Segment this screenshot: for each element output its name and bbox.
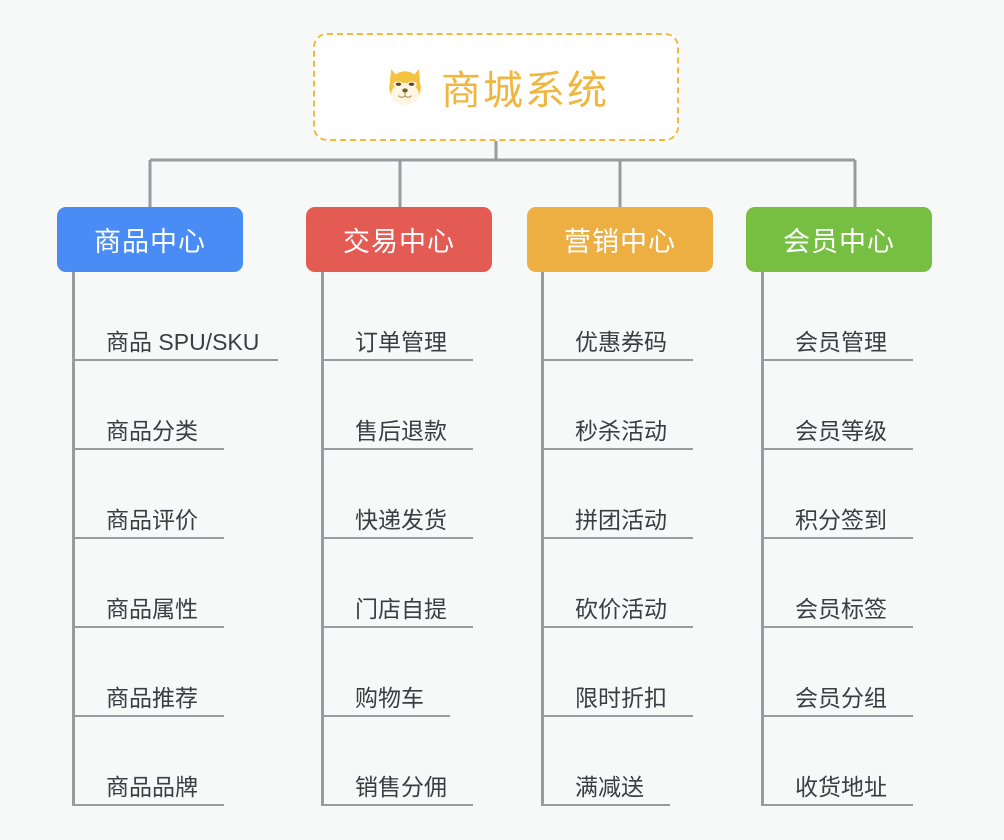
branch-box-member[interactable]: 会员中心 [746, 207, 932, 272]
leaf-item[interactable]: 快递发货 [321, 450, 473, 539]
root-node[interactable]: 商城系统 [313, 33, 679, 141]
leaf-item[interactable]: 砍价活动 [541, 539, 693, 628]
leaf-item[interactable]: 收货地址 [761, 717, 913, 806]
leaf-label: 商品 SPU/SKU [106, 328, 260, 355]
leaf-label: 商品评价 [106, 506, 198, 533]
leaf-item[interactable]: 积分签到 [761, 450, 913, 539]
leaf-label: 满减送 [575, 773, 644, 800]
leaf-item[interactable]: 优惠券码 [541, 272, 693, 361]
leaf-label: 会员标签 [795, 595, 887, 622]
leaf-spine [761, 272, 764, 806]
leaf-label: 商品分类 [106, 417, 198, 444]
leaf-item[interactable]: 订单管理 [321, 272, 473, 361]
leaf-label: 快递发货 [355, 506, 447, 533]
leaf-label: 优惠券码 [575, 328, 667, 355]
leaf-label: 会员分组 [795, 684, 887, 711]
leaf-label: 订单管理 [355, 328, 447, 355]
leaf-label: 限时折扣 [575, 684, 667, 711]
leaf-label: 积分签到 [795, 506, 887, 533]
leaf-spine [72, 272, 75, 806]
leaf-item[interactable]: 秒杀活动 [541, 361, 693, 450]
leaf-item[interactable]: 限时折扣 [541, 628, 693, 717]
leaf-item[interactable]: 会员标签 [761, 539, 913, 628]
leaf-label: 会员等级 [795, 417, 887, 444]
leaf-label: 秒杀活动 [575, 417, 667, 444]
leaf-label: 收货地址 [795, 773, 887, 800]
leaf-item[interactable]: 会员分组 [761, 628, 913, 717]
branch-label: 商品中心 [94, 227, 206, 257]
branch-label: 会员中心 [783, 227, 895, 257]
leaf-label: 拼团活动 [575, 506, 667, 533]
branch-box-trade[interactable]: 交易中心 [306, 207, 492, 272]
leaf-label: 砍价活动 [575, 595, 667, 622]
leaf-label: 商品推荐 [106, 684, 198, 711]
leaf-label: 售后退款 [355, 417, 447, 444]
leaf-item[interactable]: 商品 SPU/SKU [72, 272, 278, 361]
branch-label: 交易中心 [343, 227, 455, 257]
leaf-label: 会员管理 [795, 328, 887, 355]
leaf-item[interactable]: 售后退款 [321, 361, 473, 450]
leaf-item[interactable]: 商品评价 [72, 450, 224, 539]
branch-label: 营销中心 [564, 227, 676, 257]
leaf-item[interactable]: 商品分类 [72, 361, 224, 450]
branch-box-product[interactable]: 商品中心 [57, 207, 243, 272]
shiba-dog-face-icon [383, 65, 427, 109]
root-title: 商城系统 [441, 69, 609, 113]
leaf-item[interactable]: 购物车 [321, 628, 450, 717]
leaf-item[interactable]: 会员等级 [761, 361, 913, 450]
leaf-spine [541, 272, 544, 806]
leaf-label: 销售分佣 [355, 773, 447, 800]
leaf-item[interactable]: 满减送 [541, 717, 670, 806]
leaf-item[interactable]: 门店自提 [321, 539, 473, 628]
leaf-item[interactable]: 拼团活动 [541, 450, 693, 539]
leaf-item[interactable]: 销售分佣 [321, 717, 473, 806]
leaf-spine [321, 272, 324, 806]
leaf-item[interactable]: 商品推荐 [72, 628, 224, 717]
leaf-label: 商品品牌 [106, 773, 198, 800]
leaf-label: 商品属性 [106, 595, 198, 622]
leaf-label: 门店自提 [355, 595, 447, 622]
branch-box-marketing[interactable]: 营销中心 [527, 207, 713, 272]
leaf-item[interactable]: 商品属性 [72, 539, 224, 628]
leaf-item[interactable]: 商品品牌 [72, 717, 224, 806]
leaf-label: 购物车 [355, 684, 424, 711]
leaf-item[interactable]: 会员管理 [761, 272, 913, 361]
